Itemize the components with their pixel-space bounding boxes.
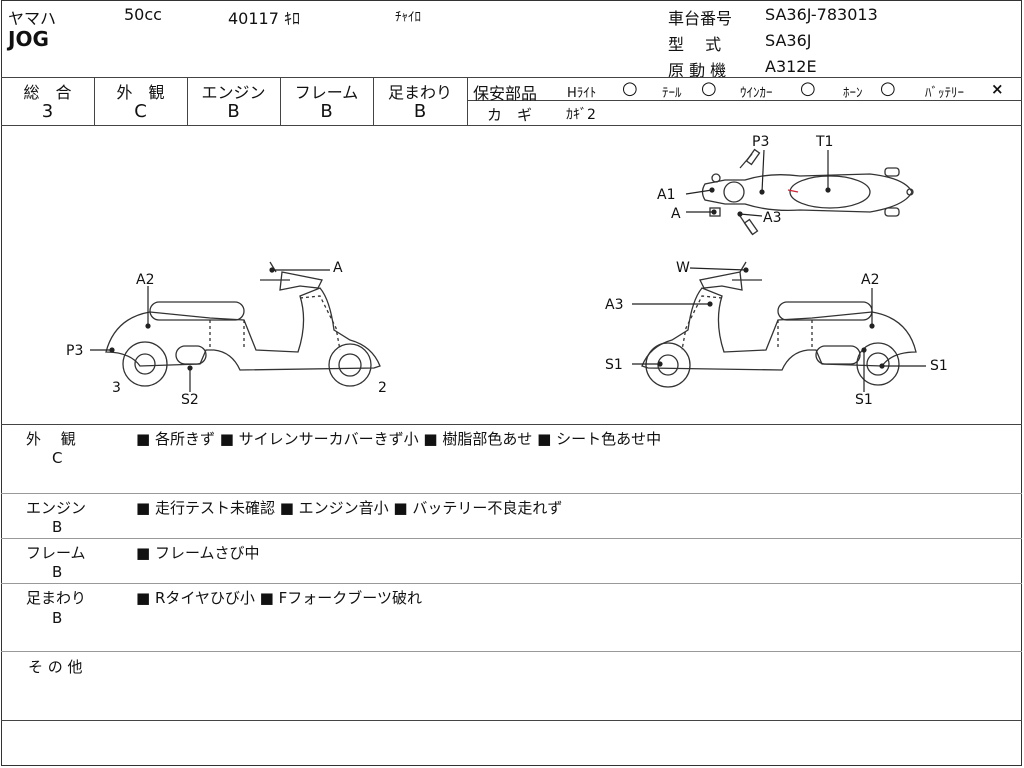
grade-exterior-label: 外 観 bbox=[116, 83, 165, 102]
note-engine-grade: B bbox=[52, 518, 63, 536]
headlight-mark: ○ bbox=[622, 78, 638, 99]
note-exterior-label: 外 観 bbox=[26, 430, 76, 448]
label-right-s1-rear: S1 bbox=[930, 358, 948, 374]
note-frame-text: ■ フレームさび中 bbox=[136, 544, 260, 562]
damage-mark-red bbox=[787, 189, 799, 193]
grade-engine-value: B bbox=[227, 101, 240, 122]
divider bbox=[373, 77, 374, 125]
label-left-p3: P3 bbox=[66, 343, 83, 359]
frame-no-label: 車台番号 bbox=[668, 9, 733, 28]
divider bbox=[1, 493, 1022, 494]
grade-engine-label: エンジン bbox=[201, 83, 266, 102]
damage-diagram: P3 T1 A1 A A3 A2 A P3 S2 3 2 W A2 A3 S1 … bbox=[66, 134, 948, 408]
note-frame-label: フレーム bbox=[26, 544, 86, 562]
displacement: 50cc bbox=[124, 5, 162, 24]
winker-mark: ○ bbox=[800, 78, 816, 99]
label-top-p3: P3 bbox=[752, 134, 769, 150]
label-left-a2: A2 bbox=[136, 272, 154, 288]
label-left-2: 2 bbox=[378, 380, 387, 396]
note-suspension-grade: B bbox=[52, 609, 63, 627]
label-right-s1-bottom: S1 bbox=[855, 392, 873, 408]
label-right-s1-front: S1 bbox=[605, 357, 623, 373]
divider bbox=[1, 583, 1022, 584]
horn-mark: ○ bbox=[880, 78, 896, 99]
grade-frame-label: フレーム bbox=[294, 83, 359, 102]
type-label: 型 式 bbox=[668, 35, 722, 54]
note-engine-label: エンジン bbox=[26, 499, 87, 517]
battery-mark: × bbox=[991, 80, 1004, 98]
label-top-a: A bbox=[671, 206, 681, 222]
divider bbox=[467, 100, 1022, 101]
scooter-top-view bbox=[701, 148, 914, 236]
safety-item-horn: ﾎｰﾝ bbox=[843, 86, 863, 101]
key-value: ｶｷﾞ2 bbox=[566, 107, 596, 123]
scooter-left-view bbox=[105, 261, 381, 387]
note-suspension-text: ■ Rタイヤひび小 ■ Fフォークブーツ破れ bbox=[136, 589, 422, 607]
safety-item-winker: ｳｲﾝｶｰ bbox=[740, 86, 773, 101]
label-right-a3: A3 bbox=[605, 297, 623, 313]
note-exterior-text: ■ 各所きず ■ サイレンサーカバーきず小 ■ 樹脂部色あせ ■ シート色あせ中 bbox=[136, 430, 662, 448]
note-engine-text: ■ 走行テスト未確認 ■ エンジン音小 ■ バッテリー不良走れず bbox=[136, 499, 563, 517]
label-left-3: 3 bbox=[112, 380, 121, 396]
note-suspension-label: 足まわり bbox=[26, 589, 87, 607]
color: ﾁｬｲﾛ bbox=[395, 10, 421, 25]
grade-overall-value: 3 bbox=[41, 101, 54, 122]
divider bbox=[1, 538, 1022, 539]
key-label: カ ギ bbox=[487, 106, 533, 124]
safety-item-headlight: Hﾗｲﾄ bbox=[567, 86, 597, 101]
divider bbox=[280, 77, 281, 125]
safety-label: 保安部品 bbox=[473, 84, 538, 103]
model-name: JOG bbox=[8, 27, 49, 51]
label-left-a: A bbox=[333, 260, 343, 276]
safety-item-tail: ﾃｰﾙ bbox=[662, 86, 682, 101]
divider bbox=[1, 651, 1022, 652]
label-right-a2: A2 bbox=[861, 272, 879, 288]
label-right-w: W bbox=[676, 260, 690, 276]
engine-label: 原 動 機 bbox=[668, 61, 727, 80]
note-other-label: そ の 他 bbox=[28, 658, 83, 676]
note-frame-grade: B bbox=[52, 563, 63, 581]
tail-mark: ○ bbox=[701, 78, 717, 99]
label-top-a3: A3 bbox=[763, 210, 781, 226]
label-top-a1: A1 bbox=[657, 187, 675, 203]
grade-suspension-label: 足まわり bbox=[387, 83, 452, 102]
mileage: 40117 ｷﾛ bbox=[228, 9, 300, 28]
engine-value: A312E bbox=[765, 57, 817, 76]
divider bbox=[1, 720, 1022, 721]
divider bbox=[1, 125, 1022, 126]
frame-no: SA36J-783013 bbox=[765, 5, 878, 24]
divider bbox=[1, 424, 1022, 425]
grade-overall-label: 総 合 bbox=[23, 83, 72, 102]
grade-suspension-value: B bbox=[413, 101, 427, 122]
note-exterior-grade: C bbox=[52, 449, 63, 467]
type-value: SA36J bbox=[765, 31, 812, 50]
grade-exterior-value: C bbox=[134, 101, 147, 122]
label-top-t1: T1 bbox=[815, 134, 833, 150]
divider bbox=[1, 77, 1022, 78]
label-left-s2: S2 bbox=[181, 392, 199, 408]
safety-item-battery: ﾊﾞｯﾃﾘｰ bbox=[925, 86, 964, 101]
divider bbox=[187, 77, 188, 125]
divider bbox=[467, 77, 468, 125]
grade-frame-value: B bbox=[320, 101, 333, 122]
maker: ヤマハ bbox=[8, 9, 57, 28]
divider bbox=[94, 77, 95, 125]
